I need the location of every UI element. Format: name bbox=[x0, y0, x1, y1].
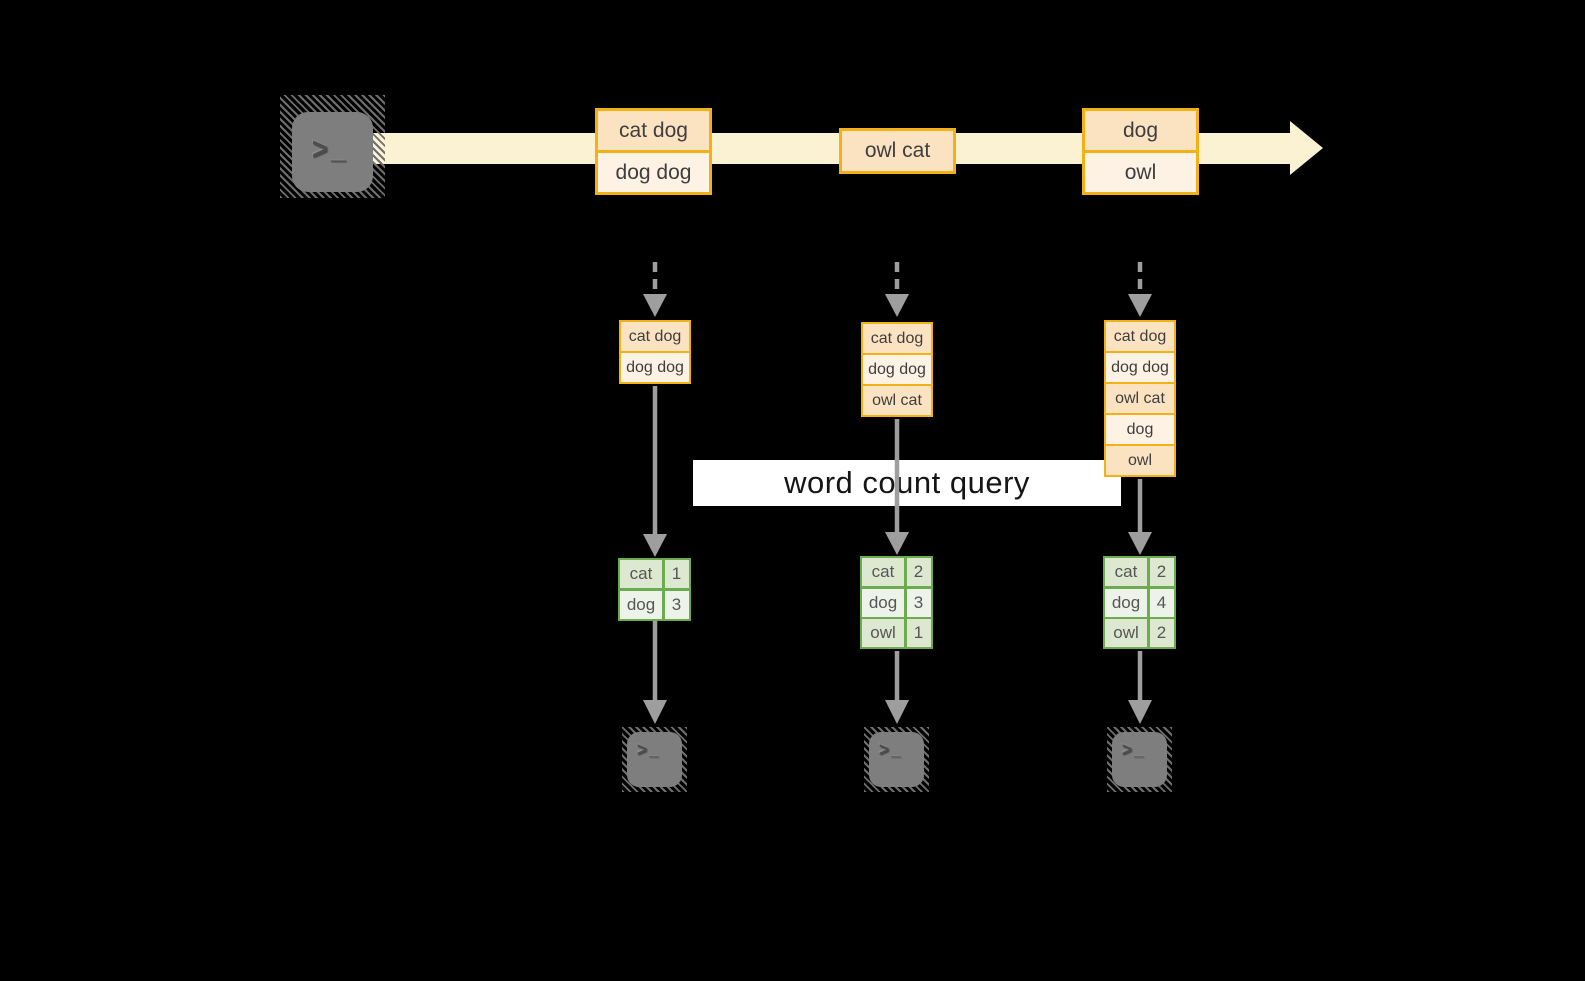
arrowhead-icon bbox=[885, 532, 909, 555]
terminal-body: >_ bbox=[292, 112, 373, 192]
window-line: owl cat bbox=[1106, 384, 1174, 413]
word-cell: dog bbox=[862, 588, 904, 617]
arrowhead-icon bbox=[643, 294, 667, 317]
table-row: dog 4 bbox=[1105, 588, 1174, 617]
count-cell: 4 bbox=[1149, 588, 1174, 617]
terminal-body: >_ bbox=[627, 732, 682, 787]
count-cell: 1 bbox=[664, 560, 689, 588]
sink-terminal-icon: >_ bbox=[1107, 727, 1172, 792]
stream-batch-2: owl cat bbox=[839, 128, 956, 174]
terminal-prompt-icon: >_ bbox=[879, 738, 903, 761]
word-cell: dog bbox=[1105, 588, 1147, 617]
arrowhead-icon bbox=[1128, 532, 1152, 555]
count-table-1: cat 1 dog 3 bbox=[618, 558, 691, 621]
window-line: owl cat bbox=[863, 386, 931, 415]
sink-terminal-icon: >_ bbox=[622, 727, 687, 792]
window-line: cat dog bbox=[1106, 322, 1174, 351]
batch-line: owl cat bbox=[842, 131, 953, 171]
arrowhead-icon bbox=[885, 700, 909, 724]
terminal-prompt-icon: >_ bbox=[1122, 738, 1146, 761]
source-terminal-icon: >_ bbox=[280, 95, 385, 198]
terminal-prompt-icon: >_ bbox=[312, 131, 349, 167]
arrowhead-icon bbox=[885, 294, 909, 317]
batch-line: cat dog bbox=[598, 111, 709, 150]
terminal-body: >_ bbox=[869, 732, 924, 787]
count-cell: 3 bbox=[906, 588, 931, 617]
terminal-body: >_ bbox=[1112, 732, 1167, 787]
count-cell: 2 bbox=[906, 558, 931, 586]
word-cell: owl bbox=[862, 619, 904, 647]
word-cell: dog bbox=[620, 590, 662, 619]
arrowhead-icon bbox=[1128, 294, 1152, 317]
batch-line: dog bbox=[1085, 111, 1196, 150]
table-row: owl 2 bbox=[1105, 619, 1174, 647]
window-stack-3: cat dog dog dog owl cat dog owl bbox=[1104, 320, 1176, 477]
count-table-3: cat 2 dog 4 owl 2 bbox=[1103, 556, 1176, 649]
stream-batch-3: dog owl bbox=[1082, 108, 1199, 195]
batch-line: owl bbox=[1085, 153, 1196, 192]
window-line: dog dog bbox=[1106, 353, 1174, 382]
word-cell: cat bbox=[620, 560, 662, 588]
count-table-2: cat 2 dog 3 owl 1 bbox=[860, 556, 933, 649]
table-row: cat 2 bbox=[862, 558, 931, 586]
count-cell: 2 bbox=[1149, 619, 1174, 647]
batch-line: dog dog bbox=[598, 153, 709, 192]
arrowhead-icon bbox=[643, 700, 667, 724]
table-row: dog 3 bbox=[620, 590, 689, 619]
sink-terminal-icon: >_ bbox=[864, 727, 929, 792]
window-line: cat dog bbox=[863, 324, 931, 353]
word-cell: cat bbox=[1105, 558, 1147, 586]
table-row: cat 2 bbox=[1105, 558, 1174, 586]
stream-batch-1: cat dog dog dog bbox=[595, 108, 712, 195]
table-row: cat 1 bbox=[620, 560, 689, 588]
arrowhead-icon bbox=[643, 534, 667, 557]
window-line: dog dog bbox=[863, 355, 931, 384]
table-row: owl 1 bbox=[862, 619, 931, 647]
count-cell: 1 bbox=[906, 619, 931, 647]
arrowhead-icon bbox=[1128, 700, 1152, 724]
terminal-prompt-icon: >_ bbox=[637, 738, 661, 761]
stream-arrowhead-icon bbox=[1290, 121, 1323, 175]
window-line: dog bbox=[1106, 415, 1174, 444]
window-line: owl bbox=[1106, 446, 1174, 475]
word-cell: cat bbox=[862, 558, 904, 586]
window-line: dog dog bbox=[621, 353, 689, 382]
query-banner: word count query bbox=[693, 460, 1121, 506]
window-line: cat dog bbox=[621, 322, 689, 351]
window-stack-1: cat dog dog dog bbox=[619, 320, 691, 384]
count-cell: 3 bbox=[664, 590, 689, 619]
count-cell: 2 bbox=[1149, 558, 1174, 586]
window-stack-2: cat dog dog dog owl cat bbox=[861, 322, 933, 417]
table-row: dog 3 bbox=[862, 588, 931, 617]
word-cell: owl bbox=[1105, 619, 1147, 647]
